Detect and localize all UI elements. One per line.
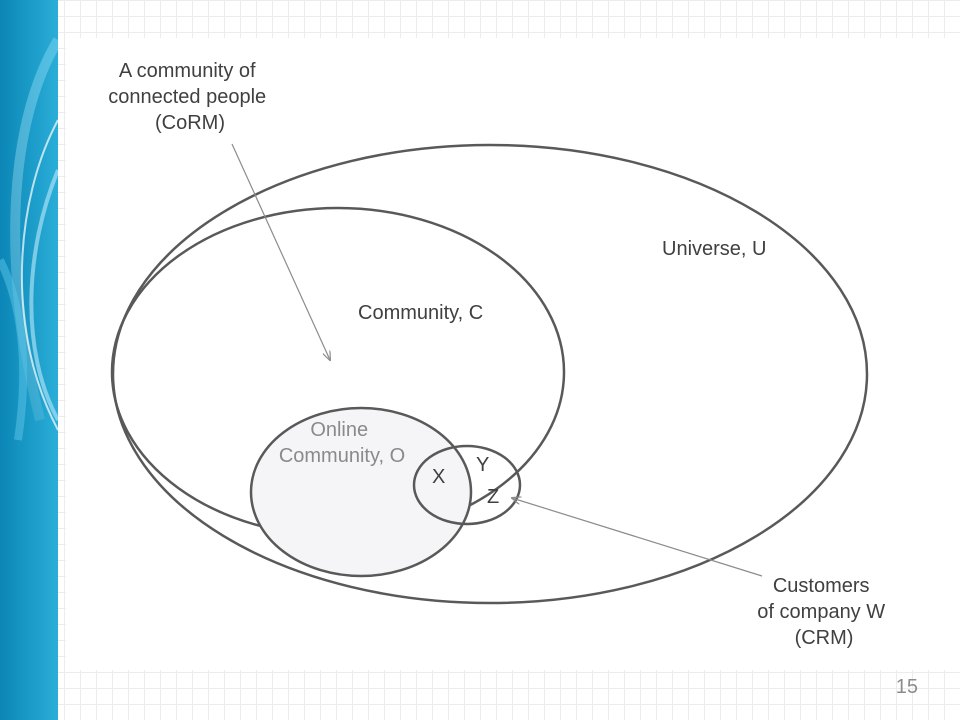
corm-callout-line-3: (CoRM)	[155, 112, 225, 134]
online-community-line-1: Online	[310, 419, 368, 441]
universe-set	[111, 143, 869, 605]
corm-arrow	[231, 143, 330, 360]
slide-page-number: 15	[895, 676, 918, 698]
crm-callout-line-2: of company W	[757, 601, 885, 623]
region-z-label: Z	[487, 486, 499, 508]
community-label: Community, C	[358, 302, 483, 324]
crm-arrow	[512, 498, 763, 577]
region-x-label: X	[432, 466, 445, 488]
online-community-set	[249, 406, 473, 578]
content-panel: A community of connected people (CoRM) U…	[66, 38, 960, 670]
euler-diagram: A community of connected people (CoRM) U…	[108, 60, 890, 649]
universe-label: Universe, U	[662, 238, 766, 260]
region-y-label: Y	[476, 454, 489, 476]
corm-callout-line-1: A community of	[119, 60, 256, 82]
crm-callout-line-3: (CRM)	[795, 627, 854, 649]
customers-set	[412, 444, 522, 526]
crm-callout-line-1: Customers	[773, 575, 870, 597]
online-community-line-2: Community, O	[279, 445, 405, 467]
online-community-label: Online Community, O	[279, 419, 405, 467]
decorative-side-band	[0, 0, 58, 720]
corm-callout-line-2: connected people	[108, 86, 266, 108]
corm-callout-label: A community of connected people (CoRM)	[108, 60, 271, 134]
crm-callout-label: Customers of company W (CRM)	[757, 575, 890, 649]
